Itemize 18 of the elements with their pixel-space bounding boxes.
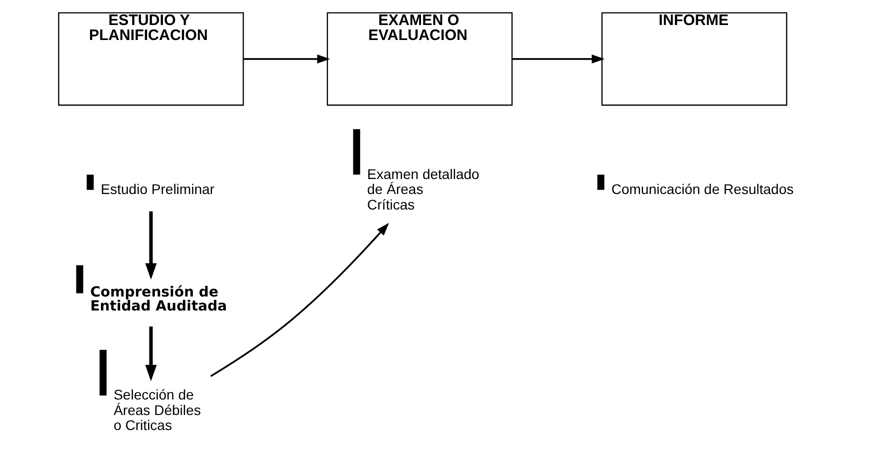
node-label: Estudio Preliminar <box>100 181 214 198</box>
node-box <box>76 265 84 294</box>
arrow <box>145 326 157 382</box>
node-box <box>100 350 107 396</box>
node-label: Comunicación de Resultados <box>611 181 794 198</box>
node-box <box>86 174 94 190</box>
node-label: Examen detallado de Áreas Críticas <box>367 166 480 212</box>
node-box <box>353 129 360 175</box>
node-box: EXAMEN O EVALUACION <box>326 12 513 106</box>
arrow <box>512 54 605 64</box>
node-label: Comprensión de Entidad Auditada <box>90 284 228 314</box>
node-box: ESTUDIO Y PLANIFICACION <box>58 12 244 106</box>
arrow <box>210 222 390 377</box>
arrow <box>243 54 330 64</box>
arrow <box>145 211 157 280</box>
node-box: INFORME <box>601 12 788 106</box>
node-box <box>597 174 604 190</box>
node-label: Selección de Áreas Débiles o Criticas <box>114 386 201 434</box>
